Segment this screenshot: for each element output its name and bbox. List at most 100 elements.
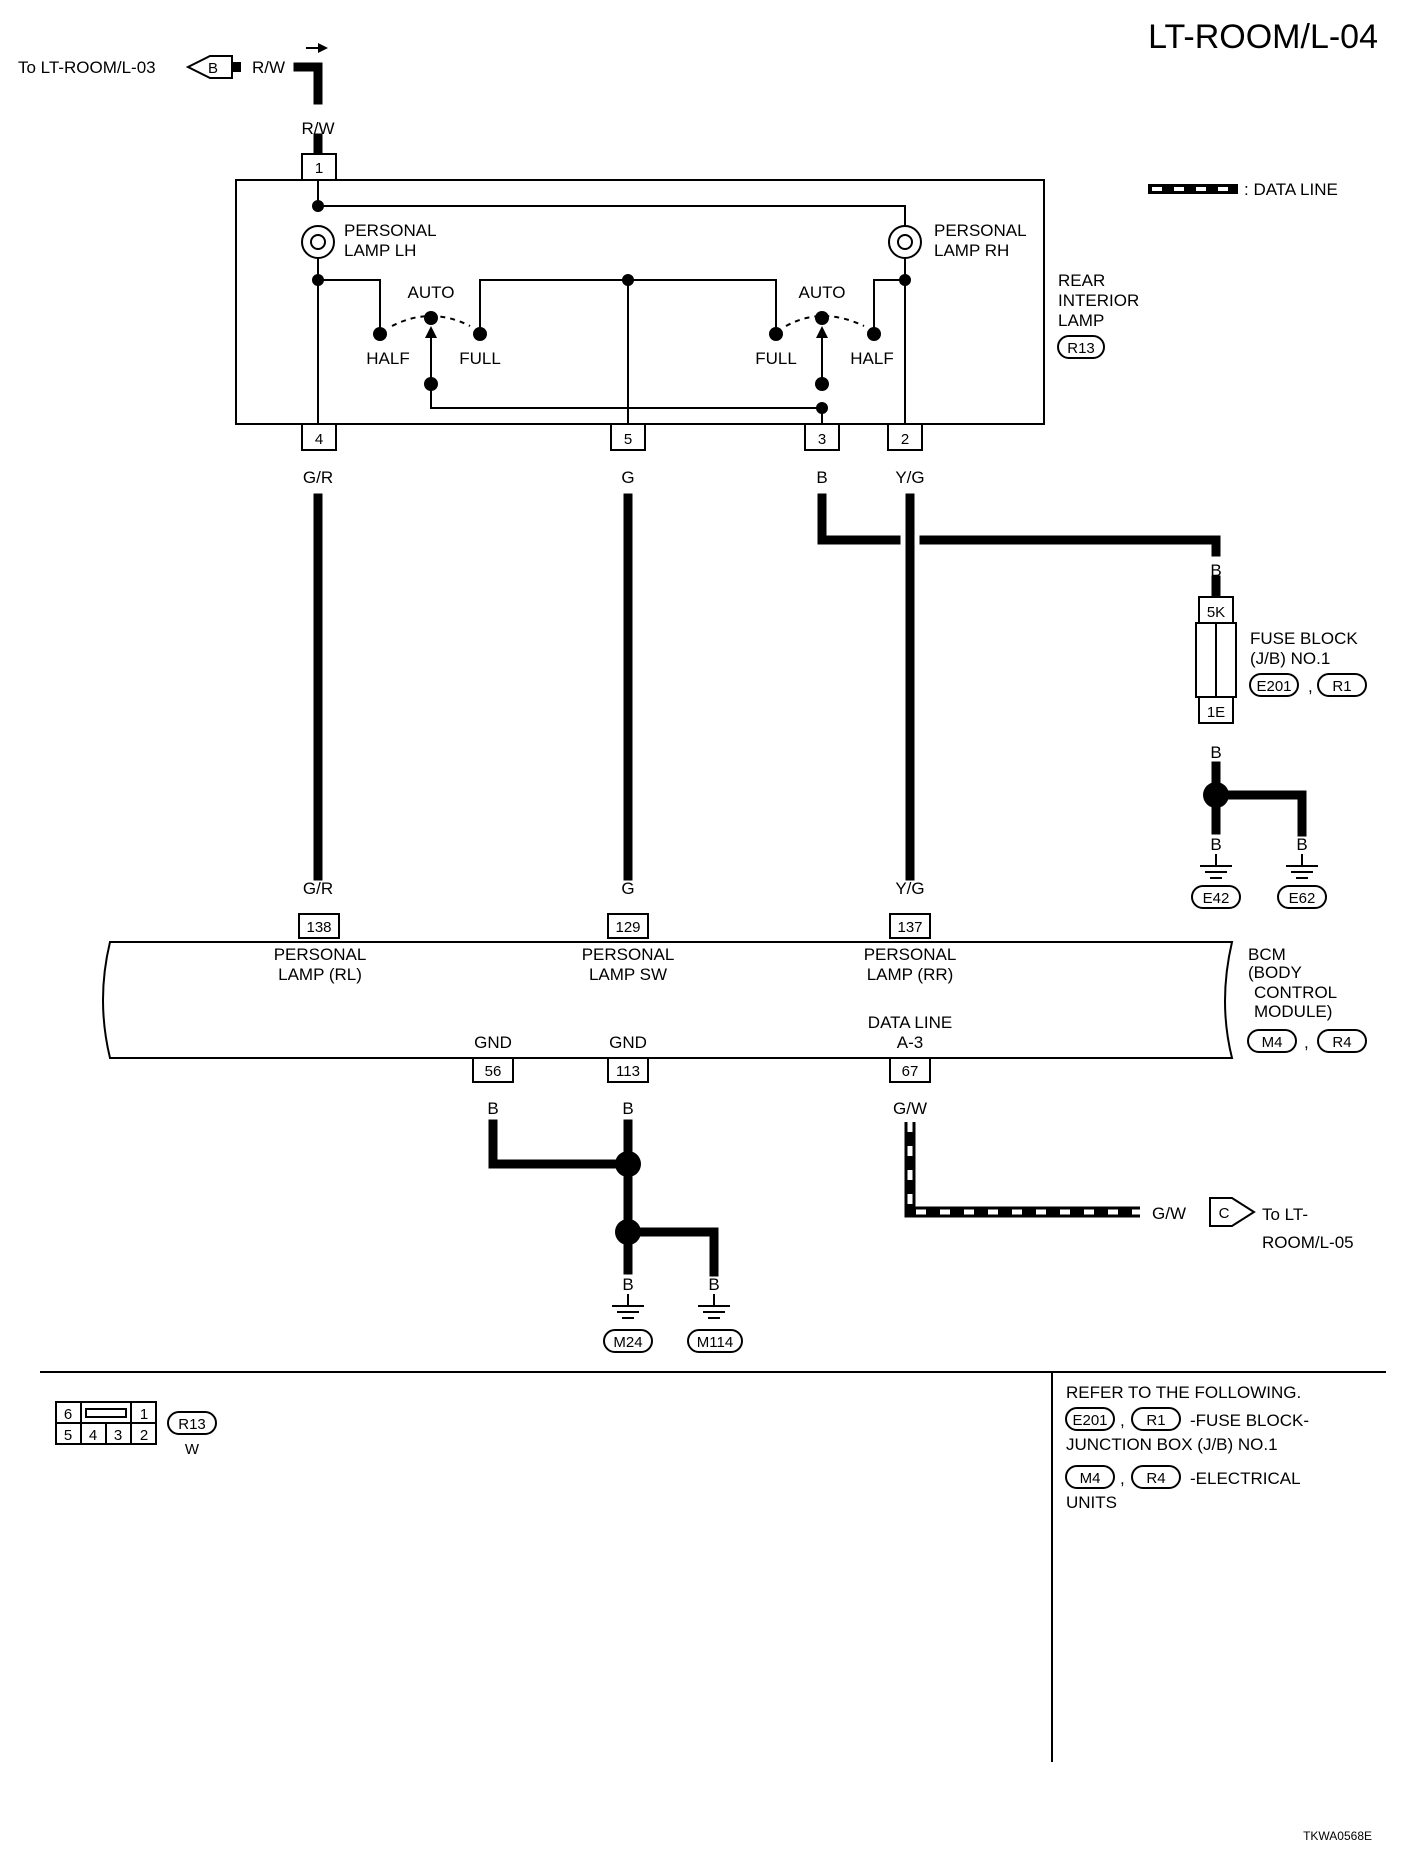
face-pin-2: 2 [140,1427,148,1444]
face-pin-5: 5 [64,1427,72,1444]
switch-lh-auto-label: AUTO [408,283,455,302]
lamp-rh-label-2: LAMP RH [934,241,1009,260]
switch-rh-pivot [815,377,829,391]
bcm-pin-129-label: 129 [615,919,640,936]
ref1-text-2: JUNCTION BOX (J/B) NO.1 [1066,1435,1278,1454]
junction-dot [899,274,911,286]
switch-rh-half-label: HALF [850,349,893,368]
junction-dot [312,200,324,212]
wire-label-b-fuse: B [1210,561,1221,580]
lamp-lh-label-1: PERSONAL [344,221,437,240]
wire-label-b-fuse-out: B [1210,743,1221,762]
wire-label-g: G [621,468,634,487]
splice-dot [615,1151,641,1177]
rear-lamp-name-3: LAMP [1058,311,1104,330]
switch-lh-half-line [318,279,381,334]
offpage-from-label: To LT-ROOM/L-03 [18,58,156,77]
ref1-text-1: -FUSE BLOCK- [1190,1411,1309,1430]
face-pin-4: 4 [89,1427,97,1444]
fuse-block-name-1: FUSE BLOCK [1250,629,1358,648]
bcm-pin-113 [607,1057,649,1083]
comma: , [1304,1033,1309,1052]
offpage-to-label-2: ROOM/L-05 [1262,1233,1354,1252]
switch-lh-arc [391,315,471,327]
bcm-pin-137 [889,913,931,939]
comma: , [1120,1469,1125,1488]
switch-common-line [430,384,822,409]
rear-lamp-pin-3 [804,423,840,451]
bcm-pin-113-label: 113 [616,1063,640,1080]
switch-lh-full-label: FULL [459,349,501,368]
ground-e62-label: E62 [1289,890,1316,907]
bcm-pin-138 [298,913,340,939]
legend-data-line-label: : DATA LINE [1244,180,1338,199]
rear-lamp-connector-label: R13 [1067,340,1095,357]
switch-rh-full-line [628,279,777,334]
switch-lh-half-label: HALF [366,349,409,368]
ground-m24-label: M24 [613,1334,642,1351]
bcm-pin-129 [607,913,649,939]
bcm-name-3: CONTROL [1254,983,1337,1002]
fuse-pin-5k-label: 5K [1207,604,1225,621]
pin-5-label: 5 [624,431,632,448]
wire-label-b-e42: B [1210,835,1221,854]
rear-lamp-connector-badge [1057,335,1105,359]
ground-e42-label: E42 [1203,890,1230,907]
ground-m114-label: M114 [697,1334,733,1351]
wire-b-56 [488,1119,619,1169]
ground-e62-icon [1286,854,1318,879]
lamp-lh-bulb-icon [301,225,335,259]
wire-label-gr: G/R [303,468,333,487]
switch-rh-full-label: FULL [755,349,797,368]
bcm-name-4: MODULE) [1254,1002,1332,1021]
face-connector-badge [167,1411,217,1435]
fuse-block-name-2: (J/B) NO.1 [1250,649,1330,668]
comma: , [1120,1411,1125,1430]
switch-lh-arrow [425,326,437,338]
bcm-conn-badge-m4 [1247,1029,1297,1053]
bcm-conn-r4: R4 [1332,1034,1351,1051]
ref2-text-2: UNITS [1066,1493,1117,1512]
connector-face-grid [56,1402,156,1444]
bcm-data-line-label-2: A-3 [897,1033,923,1052]
bcm-pin-138-label: 138 [306,919,331,936]
bcm-name-2: (BODY [1248,963,1302,982]
fuse-conn-badge-e201 [1249,673,1299,697]
fuse-conn-r1: R1 [1332,678,1351,695]
pin-4-label: 4 [315,431,323,448]
switch-lh-auto-contact [424,311,438,325]
ground-m114-badge [687,1329,743,1353]
ground-e42-icon [1200,854,1232,879]
switch-rh-half-line [873,279,905,334]
pin-1-label: 1 [315,160,323,177]
wire-b-right [919,535,1221,557]
pin-3-label: 3 [818,431,826,448]
rear-lamp-name-1: REAR [1058,271,1105,290]
fuse-pin-1e-label: 1E [1207,704,1225,721]
wire-b-left [817,493,901,545]
wire-label-rw: R/W [301,119,334,138]
bcm-wire-label-gr: G/R [303,879,333,898]
face-connector-color: W [185,1441,200,1458]
fuse-pin-1e [1198,696,1234,724]
bcm-data-line-label-1: DATA LINE [868,1013,952,1032]
bcm-label-rl-2: LAMP (RL) [278,965,362,984]
ground-m114-icon [698,1294,730,1319]
offpage-letter-c: C [1219,1205,1230,1222]
wire-rw-top [293,62,323,105]
comma: , [1308,677,1313,696]
wire-label-b-m114: B [708,1275,719,1294]
bcm-pin-137-label: 137 [897,919,922,936]
wire-label-b: B [816,468,827,487]
wire-label-b-56: B [487,1099,498,1118]
rear-lamp-pin-2 [887,423,923,451]
legend-data-line-swatch [1148,184,1238,194]
ground-e42-badge [1191,885,1241,909]
data-line-pattern [907,1122,1140,1215]
lamp-rh-label-1: PERSONAL [934,221,1027,240]
bcm-name-1: BCM [1248,945,1286,964]
face-pin-6: 6 [64,1406,72,1423]
offpage-connector-c [1209,1197,1256,1227]
data-line-wire [904,1122,1140,1218]
